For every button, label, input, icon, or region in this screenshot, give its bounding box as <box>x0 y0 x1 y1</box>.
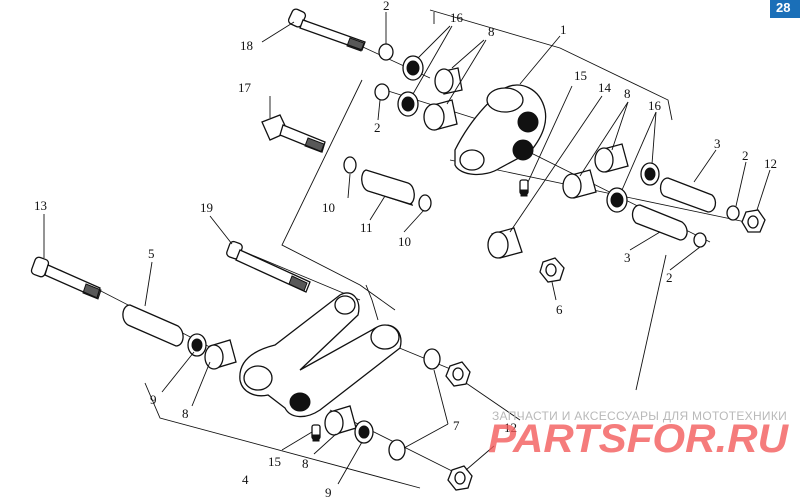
washer-7-upper <box>423 348 441 370</box>
callout-1: 1 <box>560 22 567 37</box>
callout-13: 13 <box>34 198 47 213</box>
leader-lines <box>43 12 771 485</box>
callout-4: 4 <box>242 472 249 487</box>
bushing-8-top <box>434 67 463 95</box>
callout-15-upper: 15 <box>574 68 587 83</box>
callout-labels: 1 2 2 2 2 3 3 4 5 6 7 8 8 8 8 9 9 10 10 … <box>34 0 777 500</box>
bushing-14 <box>487 227 523 259</box>
page-number-text: 28 <box>776 0 791 15</box>
washer-2-right-upper <box>726 205 740 221</box>
callout-3-upper: 3 <box>714 136 721 151</box>
grease-nipple-15-upper <box>519 179 529 197</box>
callout-10-right: 10 <box>398 234 411 249</box>
washer-10-right <box>418 194 432 212</box>
callout-2-lower: 2 <box>666 270 673 285</box>
washer-2-right-lower <box>693 232 707 248</box>
bearing-16-top <box>402 55 424 81</box>
callout-11: 11 <box>360 220 373 235</box>
nut-12-middle <box>445 361 471 387</box>
washer-2-second <box>374 83 390 101</box>
nut-6 <box>539 257 565 283</box>
callout-17: 17 <box>238 80 252 95</box>
callout-16-top: 16 <box>450 10 464 25</box>
callout-2-right: 2 <box>742 148 749 163</box>
callout-9-lower: 9 <box>325 485 332 500</box>
callout-6: 6 <box>556 302 563 317</box>
bearing-16-right-lower <box>606 187 628 213</box>
bushing-8-right-upper <box>594 143 629 173</box>
bearing-16-right-upper <box>640 162 660 186</box>
callout-8-lower: 8 <box>302 456 309 471</box>
sleeve-11 <box>361 169 415 207</box>
nut-12-lower <box>447 465 473 491</box>
watermark-caption: ЗАПЧАСТИ И АКСЕССУАРЫ ДЛЯ МОТОТЕХНИКИ <box>492 409 787 423</box>
bushing-3-lower <box>631 204 688 241</box>
callout-8-left: 8 <box>182 406 189 421</box>
group-1-left-frame <box>281 79 396 311</box>
page-number-badge: 28 <box>770 0 800 18</box>
callout-2-left: 2 <box>374 120 381 135</box>
group-4-bracket <box>144 382 421 489</box>
bushing-8-lower <box>324 405 357 436</box>
bushing-8-right-lower <box>562 169 597 199</box>
callout-2-top: 2 <box>383 0 390 13</box>
callout-8-right: 8 <box>624 86 631 101</box>
sleeve-5 <box>122 304 184 347</box>
bolt-17 <box>261 114 326 153</box>
callout-12-lower: 12 <box>504 420 517 435</box>
callout-7: 7 <box>453 418 460 433</box>
callout-3-lower: 3 <box>624 250 631 265</box>
bolt-19 <box>226 240 311 293</box>
bolt-13 <box>30 256 102 300</box>
callout-12-upper: 12 <box>764 156 777 171</box>
grease-nipple-15-lower <box>311 424 321 442</box>
bushing-8-left <box>204 339 237 370</box>
bearing-16-second <box>397 91 419 117</box>
linkage-4 <box>239 292 402 418</box>
bearing-9-lower <box>354 420 374 444</box>
callout-9-left: 9 <box>150 392 157 407</box>
callout-16-right: 16 <box>648 98 662 113</box>
washer-2-top <box>378 43 394 61</box>
callout-8-top: 8 <box>488 24 495 39</box>
nut-12-upper <box>741 209 766 233</box>
bushing-3-upper <box>659 177 717 213</box>
group-1-bracket <box>429 9 673 121</box>
callout-15-lower: 15 <box>268 454 281 469</box>
bearing-9-left <box>187 333 207 357</box>
callout-10-left: 10 <box>322 200 335 215</box>
watermark-brand: PARTSFOR.RU <box>488 417 789 461</box>
bushing-8-second <box>423 99 458 131</box>
washer-10-left <box>343 156 357 174</box>
callout-19: 19 <box>200 200 213 215</box>
watermark: ЗАПЧАСТИ И АКСЕССУАРЫ ДЛЯ МОТОТЕХНИКИ PA… <box>488 409 789 461</box>
callout-14: 14 <box>598 80 612 95</box>
washer-7-lower <box>388 439 406 461</box>
callout-18: 18 <box>240 38 253 53</box>
bolt-18 <box>287 8 366 52</box>
callout-5: 5 <box>148 246 155 261</box>
rocker-arm-1 <box>454 84 547 176</box>
